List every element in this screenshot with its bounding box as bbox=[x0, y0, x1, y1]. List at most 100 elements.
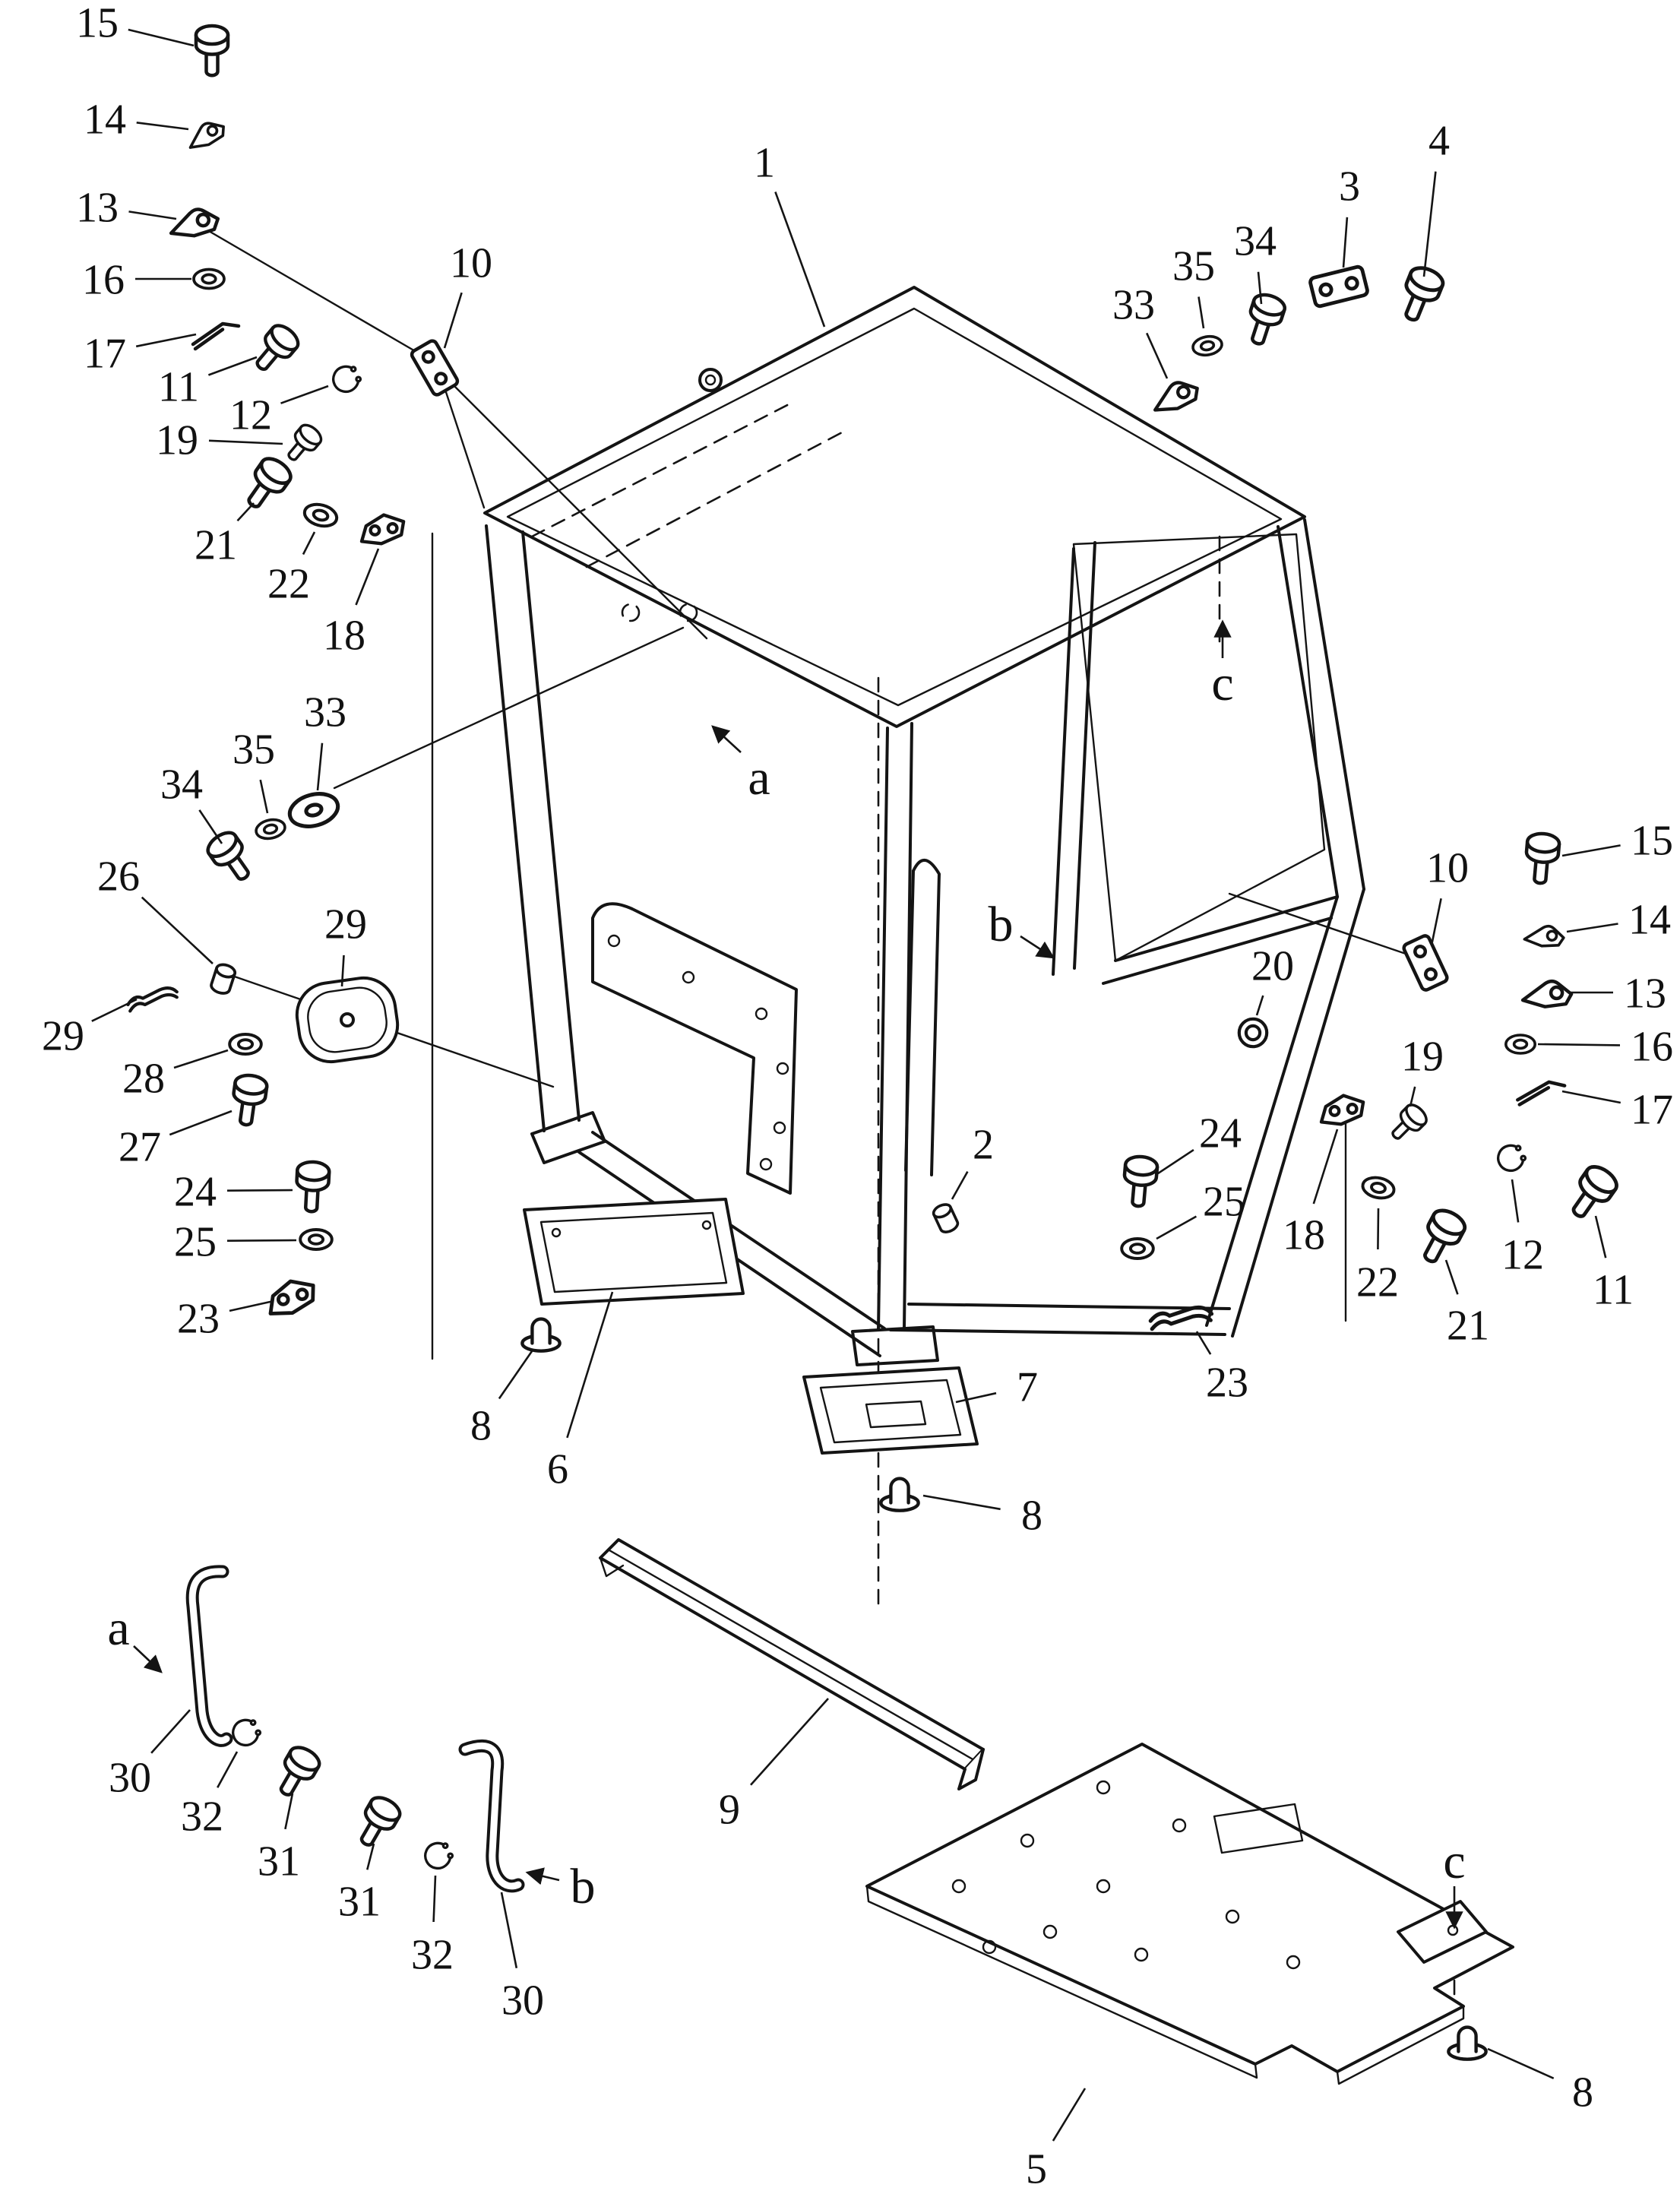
leader-line-4-3 bbox=[1422, 171, 1437, 277]
leader-line-29-46 bbox=[91, 998, 138, 1022]
leader-line-12-15 bbox=[280, 385, 329, 404]
leader-line-28-44 bbox=[173, 1049, 229, 1069]
leader-line-25-40 bbox=[226, 1239, 297, 1242]
callout-17-26: 17 bbox=[1631, 1087, 1673, 1134]
callout-1-0: 1 bbox=[754, 140, 775, 187]
callout-15-21: 15 bbox=[76, 0, 119, 47]
callout-29-46: 29 bbox=[42, 1013, 84, 1060]
leader-line-31-49 bbox=[284, 1793, 294, 1830]
door-frame bbox=[591, 902, 798, 1195]
callout-31-49: 31 bbox=[258, 1838, 300, 1885]
roof-panel bbox=[483, 286, 1306, 728]
leader-line-18-27 bbox=[355, 548, 380, 606]
callout-34-55: 34 bbox=[1234, 218, 1277, 265]
part-14-catch bbox=[182, 116, 229, 153]
leader-line-20-31 bbox=[1255, 995, 1264, 1016]
leader-line-8-8 bbox=[922, 1494, 1001, 1511]
callout-11-14: 11 bbox=[1593, 1267, 1634, 1314]
leader-line-11-13 bbox=[207, 356, 258, 376]
view-marker-a-0: a bbox=[748, 750, 770, 806]
part-12-snap-ring bbox=[1497, 1144, 1527, 1173]
callout-3-2: 3 bbox=[1339, 163, 1360, 211]
callout-14-20: 14 bbox=[1628, 897, 1671, 944]
part-17-pin bbox=[193, 324, 239, 349]
callout-18-28: 18 bbox=[1283, 1212, 1325, 1259]
part-15-bolt bbox=[196, 26, 228, 75]
leader-line-15-22 bbox=[1561, 844, 1621, 857]
callout-25-40: 25 bbox=[174, 1219, 217, 1266]
leader-line-11-14 bbox=[1594, 1215, 1607, 1258]
callout-21-32: 21 bbox=[195, 522, 237, 569]
callout-9-10: 9 bbox=[719, 1787, 740, 1834]
leader-line-31-50 bbox=[366, 1843, 375, 1870]
part-4-bolt bbox=[1395, 264, 1447, 325]
part-28-washer bbox=[228, 1033, 263, 1056]
front-left-pillar bbox=[485, 524, 546, 1132]
callout-12-15: 12 bbox=[229, 392, 272, 439]
callout-23-36: 23 bbox=[177, 1296, 220, 1343]
leader-line-16-24 bbox=[1537, 1043, 1621, 1046]
callout-19-30: 19 bbox=[1401, 1034, 1444, 1081]
callout-29-45: 29 bbox=[324, 901, 367, 948]
leader-line-10-11 bbox=[443, 292, 463, 349]
leader-line-6-5 bbox=[566, 1291, 614, 1439]
callout-8-7: 8 bbox=[470, 1403, 492, 1450]
leader-line-1-0 bbox=[774, 192, 826, 328]
callout-35-57: 35 bbox=[1172, 243, 1215, 290]
callout-21-33: 21 bbox=[1447, 1303, 1489, 1350]
part-15-bolt bbox=[1524, 832, 1561, 885]
part-18-bracket bbox=[1321, 1096, 1363, 1125]
part-13-hinge bbox=[1523, 979, 1573, 1009]
floor-plate-bracket bbox=[1397, 1900, 1488, 1964]
callout-16-23: 16 bbox=[82, 257, 125, 304]
part-9-channel-rail bbox=[599, 1538, 985, 1790]
part-18-bracket bbox=[362, 515, 403, 544]
part-23-bracket bbox=[267, 1278, 317, 1316]
part-19-screw bbox=[1384, 1100, 1432, 1147]
callout-5-4: 5 bbox=[1026, 2146, 1047, 2193]
leader-line-22-34 bbox=[302, 531, 316, 556]
callout-2-1: 2 bbox=[973, 1122, 994, 1169]
view-marker-a-3: a bbox=[107, 1600, 129, 1656]
callout-7-6: 7 bbox=[1017, 1364, 1038, 1411]
callout-34-56: 34 bbox=[160, 761, 203, 809]
callout-10-12: 10 bbox=[1426, 845, 1469, 892]
callout-8-9: 8 bbox=[1572, 2069, 1593, 2116]
part-20-nut bbox=[1239, 1019, 1267, 1046]
leader-line-19-30 bbox=[1409, 1086, 1416, 1107]
callout-33-54: 33 bbox=[304, 689, 346, 736]
rear-left-pillar bbox=[877, 727, 889, 1331]
part-32-snap-ring bbox=[424, 1841, 454, 1870]
inner-grab-rail bbox=[912, 859, 941, 1176]
leader-line-30-47 bbox=[150, 1709, 191, 1754]
bottom-rail bbox=[889, 1328, 1226, 1336]
callout-32-51: 32 bbox=[181, 1794, 223, 1841]
callout-4-3: 4 bbox=[1428, 118, 1450, 165]
part-17-pin bbox=[1517, 1079, 1565, 1108]
leader-line-26-42 bbox=[141, 896, 214, 964]
view-marker-b-1: b bbox=[989, 897, 1014, 952]
leader-line-7-6 bbox=[955, 1391, 997, 1404]
part-34-bolt bbox=[204, 828, 258, 887]
part-30-grab-handle bbox=[458, 1739, 525, 1893]
part-19-screw bbox=[280, 419, 326, 468]
callout-33-53: 33 bbox=[1112, 282, 1155, 329]
leader-line-33-53 bbox=[1146, 332, 1169, 379]
callout-8-8: 8 bbox=[1021, 1493, 1042, 1540]
part-11-bolt bbox=[1563, 1162, 1621, 1225]
part-24-bolt bbox=[295, 1161, 329, 1212]
leader-line-17-25 bbox=[135, 333, 197, 348]
part-11-bolt bbox=[248, 321, 302, 377]
leader-line-8-9 bbox=[1487, 2047, 1555, 2079]
leader-line-24-38 bbox=[226, 1189, 293, 1192]
part-2-collar bbox=[930, 1200, 961, 1236]
callout-6-5: 6 bbox=[547, 1446, 568, 1493]
leader-line-19-29 bbox=[208, 439, 283, 445]
part-35-washer bbox=[252, 815, 289, 843]
leader-line-34-55 bbox=[1257, 271, 1263, 305]
callout-16-24: 16 bbox=[1631, 1024, 1673, 1071]
callout-22-34: 22 bbox=[267, 561, 310, 608]
